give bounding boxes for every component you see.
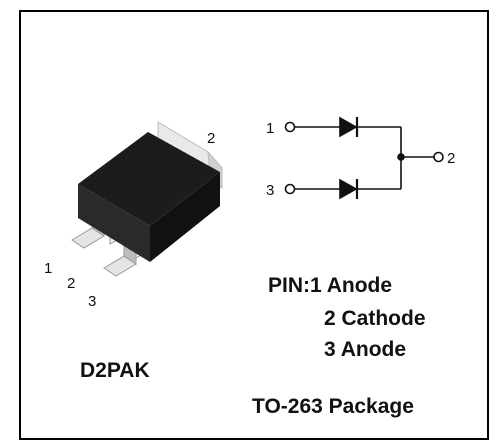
schematic-pin3-label: 3 — [266, 182, 274, 199]
diode-2-symbol — [339, 178, 358, 200]
pin3-terminal — [284, 183, 296, 195]
package-body-top — [78, 132, 220, 226]
pin-table-prefix: PIN: — [268, 274, 310, 297]
schematic — [284, 116, 444, 200]
diagram-canvas: 2 1 2 3 D2PAK 1 3 2 — [44, 116, 455, 418]
pin1-terminal — [284, 121, 296, 133]
schematic-pin1-label: 1 — [266, 120, 274, 137]
package-body-side — [150, 172, 220, 262]
package-body-front — [78, 184, 150, 262]
pin-table-row-1-text: 1 Anode — [310, 274, 392, 297]
package-type-label: TO-263 Package — [252, 395, 414, 418]
diode-1-symbol — [339, 116, 358, 138]
diagram-stage: 2 1 2 3 D2PAK 1 3 2 — [19, 10, 489, 440]
lead-label-2: 2 — [67, 275, 75, 292]
lead-label-1: 1 — [44, 260, 52, 277]
schematic-pin2-label: 2 — [447, 150, 455, 167]
d2pak-package-drawing — [71, 121, 223, 277]
tab-pin-label: 2 — [207, 130, 215, 147]
pin2-terminal — [433, 151, 444, 163]
pin-table-row-2: 2 Cathode — [324, 307, 426, 330]
pin-table-row-1: PIN:1 Anode — [268, 274, 392, 297]
package-name-label: D2PAK — [80, 359, 150, 382]
pin-table-row-3: 3 Anode — [324, 338, 406, 361]
lead-label-3: 3 — [88, 293, 96, 310]
